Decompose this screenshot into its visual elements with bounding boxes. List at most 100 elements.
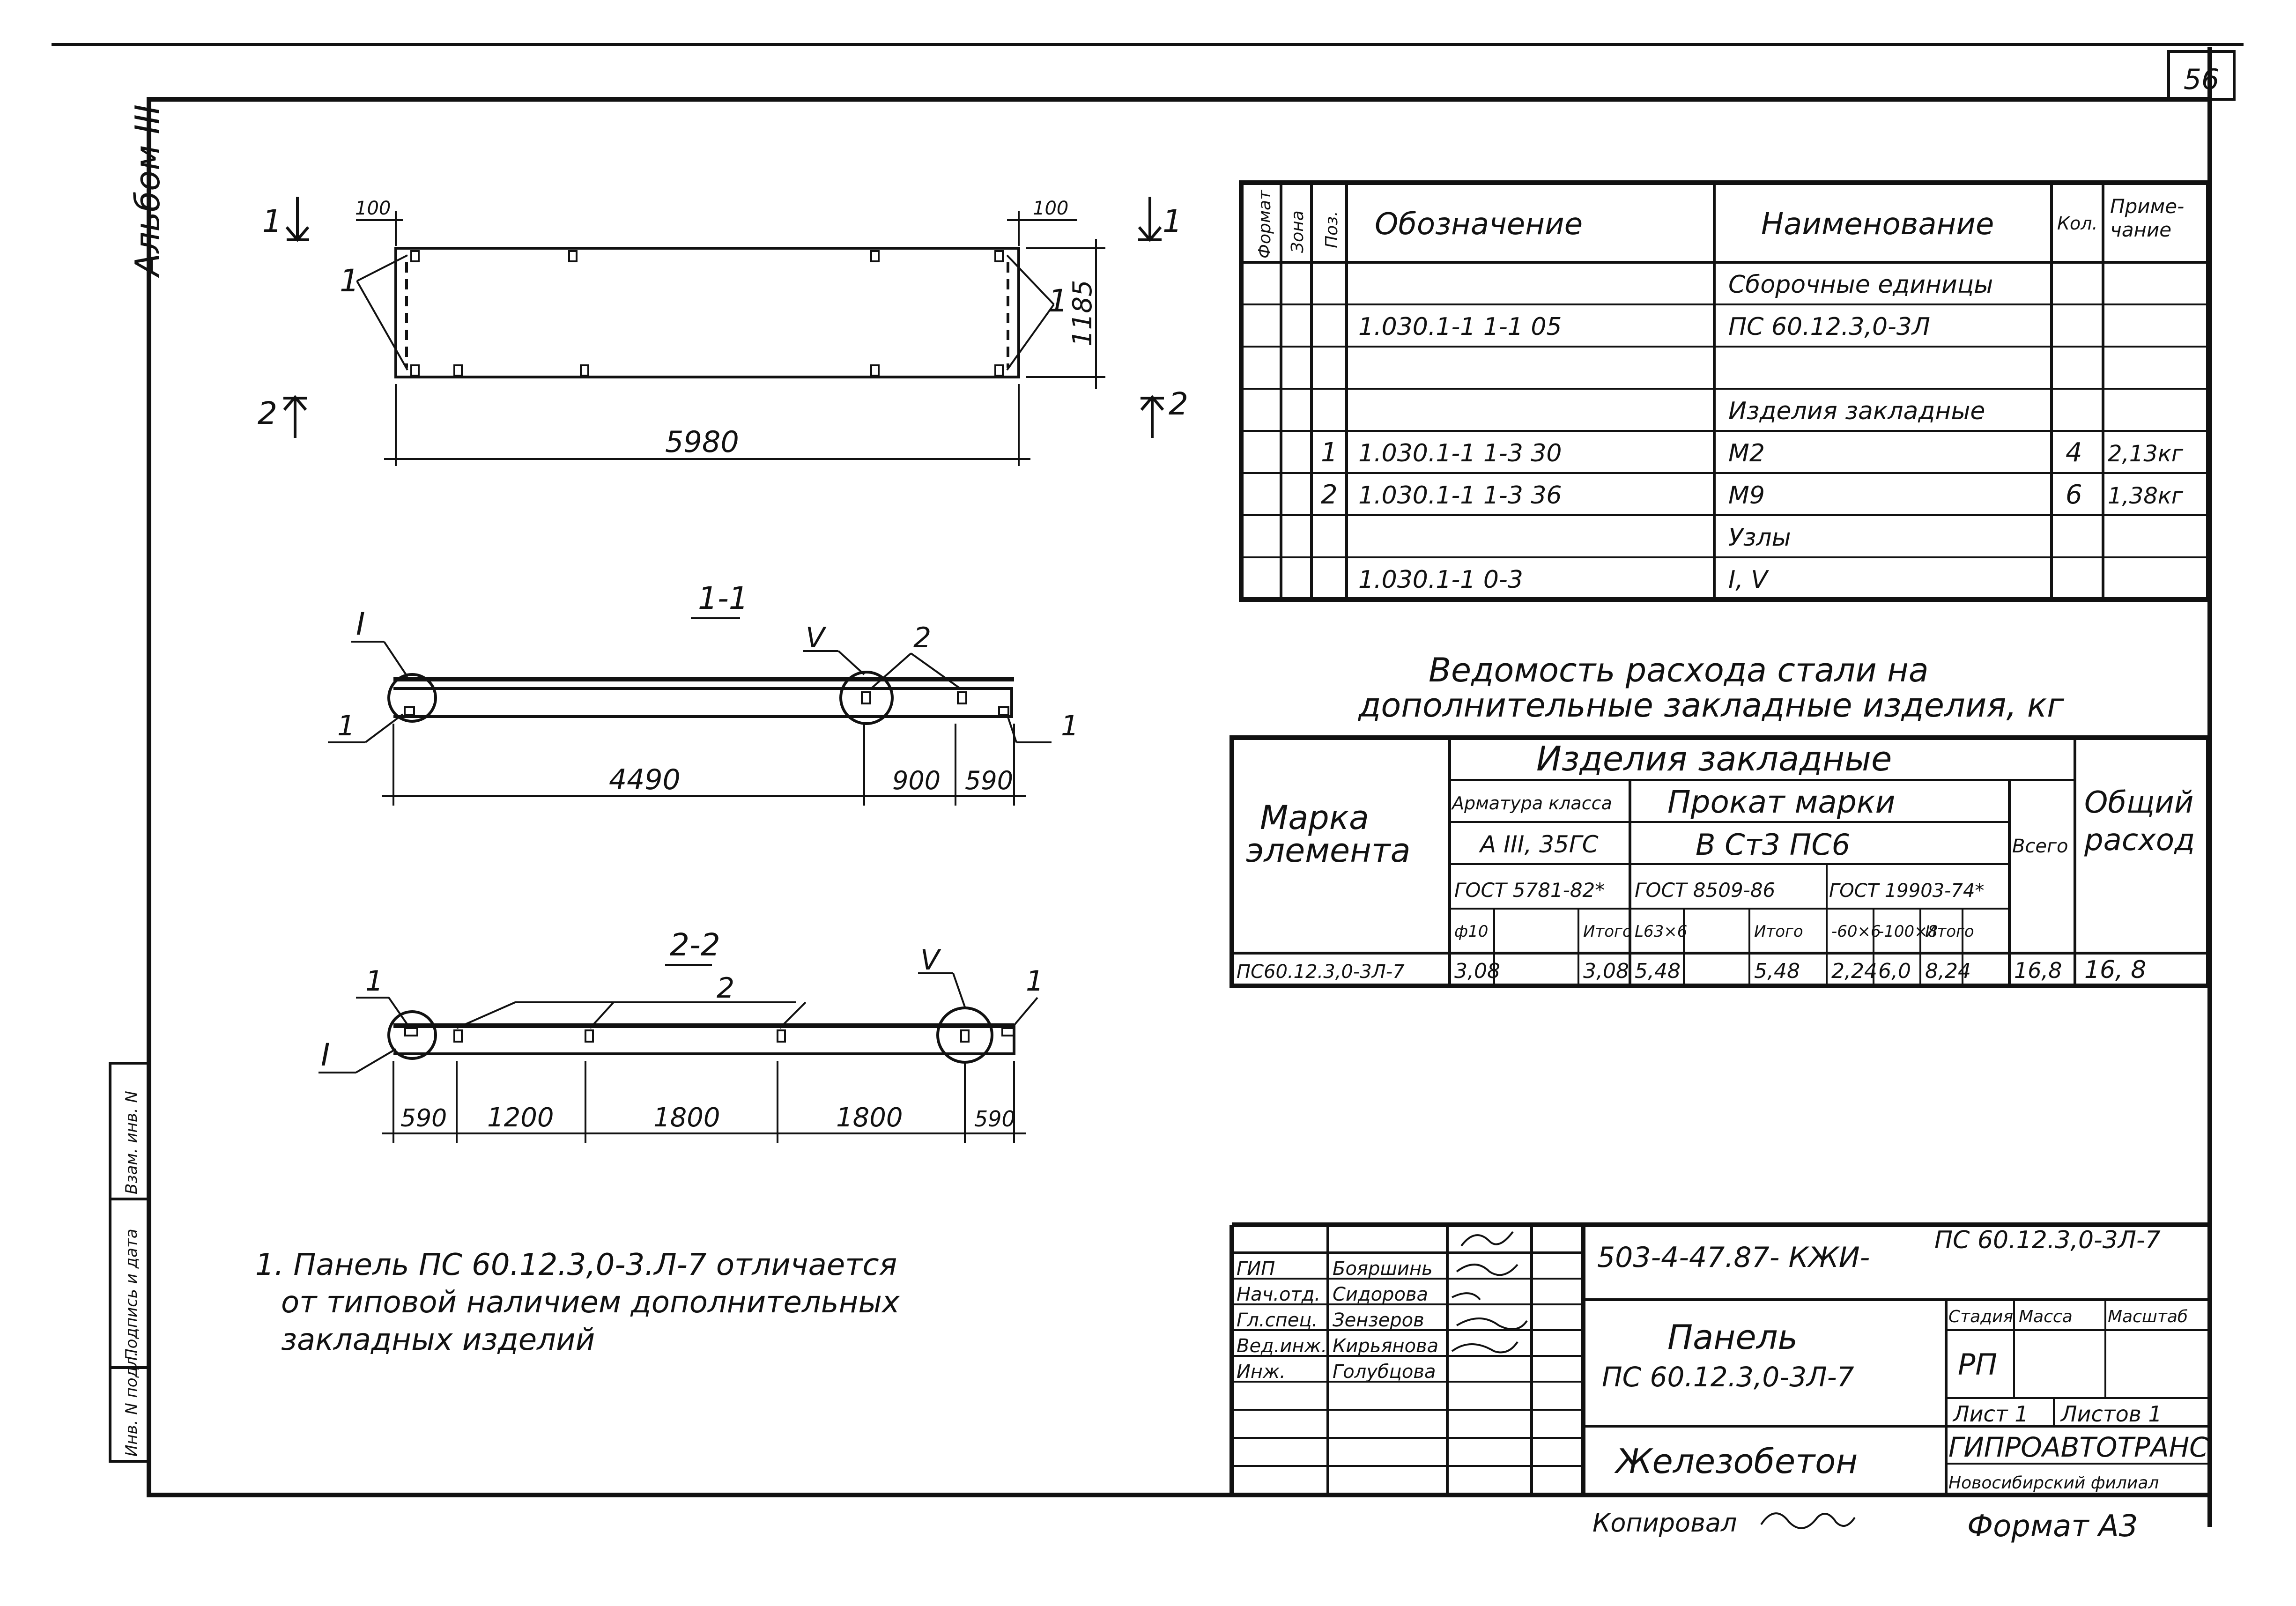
section-2-node-left: I: [321, 1037, 330, 1073]
tb-material: Железобетон: [1614, 1442, 1858, 1481]
steel-row-value: 5,48: [1754, 959, 1800, 983]
plan-callout-left: 1: [340, 263, 359, 299]
section-mark-2-right: 2: [1169, 386, 1188, 422]
node-i-circle-2: [387, 1010, 437, 1060]
steel-row-mark: ПС60.12.3,0-3Л-7: [1237, 961, 1405, 983]
spec-row-name: ПС 60.12.3,0-3Л: [1728, 313, 1930, 341]
section-mark-1-left: 1: [262, 203, 282, 239]
section-2-2: 2-2 1 2 V 1 I 590 1200 1800 1800 590: [318, 927, 1044, 1143]
spec-row-name: Сборочные единицы: [1728, 271, 1993, 299]
section-1-title: 1-1: [698, 580, 748, 616]
steel-row-value: 3,08: [1454, 959, 1500, 983]
steel-row-value: 2,24: [1831, 959, 1877, 983]
side-label-inventory: Инв. N подл.: [122, 1351, 141, 1457]
section-2-dim-1: 1200: [487, 1103, 554, 1133]
spec-row-name: М9: [1728, 481, 1765, 510]
spec-row-pos: 2: [1321, 480, 1338, 510]
steel-title-1: Ведомость расхода стали на: [1429, 651, 1929, 689]
spec-header-name: Наименование: [1761, 207, 1994, 242]
steel-armature-gost: ГОСТ 5781-82*: [1454, 879, 1605, 902]
spec-row-qty: 6: [2066, 480, 2082, 510]
tb-stage-header: Стадия: [1948, 1307, 2013, 1326]
section-2-pos-right: 1: [1026, 965, 1044, 998]
steel-row-value: 3,08: [1583, 959, 1629, 983]
node-i-circle-1: [387, 673, 437, 723]
steel-group-header: Изделия закладные: [1536, 739, 1892, 778]
spec-row-qty: 4: [2066, 437, 2082, 468]
spec-row-designation: 1.030.1-1 1-3 30: [1358, 439, 1562, 467]
section-1-dim-2: 590: [965, 766, 1013, 795]
steel-subheader: -100×8: [1878, 922, 1938, 941]
tb-scale-header: Масштаб: [2108, 1307, 2188, 1326]
spec-row-note: 1,38кг: [2108, 483, 2184, 509]
tb-name: Кирьянова: [1333, 1335, 1438, 1357]
plan-height: 1185: [1067, 280, 1098, 347]
tb-org: ГИПРОАВТОТРАНС: [1948, 1431, 2208, 1463]
tb-name: Зензеров: [1333, 1310, 1424, 1331]
panel-outline: [394, 247, 1020, 378]
section-1-node-right: V: [806, 622, 827, 654]
section-1-node-left: I: [356, 606, 365, 642]
section-1-1: 1-1 I V 2 1 1 4490 900 590: [328, 580, 1079, 806]
steel-rolled-header: Прокат марки: [1667, 784, 1896, 820]
steel-subheader: Итого: [1583, 922, 1632, 941]
tb-sheet: Лист 1: [1952, 1401, 2028, 1427]
steel-armature-header: Арматура класса: [1451, 793, 1612, 814]
note-line-2: от типовой наличием дополнительных: [281, 1285, 900, 1320]
plan-callout-right: 1: [1048, 283, 1068, 319]
spec-table: Формат Зона Поз. Обозначение Наименовани…: [1239, 180, 2211, 602]
tb-sheets: Листов 1: [2060, 1401, 2162, 1427]
spec-row-designation: 1.030.1-1 0-3: [1358, 566, 1523, 594]
side-stamp: Взам. инв. N Подпись и дата Инв. N подл.: [109, 1062, 150, 1463]
spec-row-designation: 1.030.1-1 1-3 36: [1358, 481, 1562, 510]
steel-row-overall: 16, 8: [2084, 956, 2146, 984]
steel-subheader: Итого: [1754, 922, 1803, 941]
steel-rolled-grade: В Ст3 ПС6: [1696, 828, 1850, 862]
steel-row-value: 6,0: [1878, 959, 1911, 983]
spec-row-pos: 1: [1321, 437, 1338, 468]
tb-mass-header: Масса: [2019, 1307, 2073, 1326]
plan-edge-right: 100: [1033, 198, 1068, 219]
steel-row-value: 8,24: [1925, 959, 1971, 983]
section-2-node-right: V: [920, 944, 941, 977]
tb-stage: РП: [1958, 1347, 1997, 1382]
section-2-dim-0: 590: [400, 1104, 447, 1132]
steel-rolled-gost-2: ГОСТ 19903-74*: [1829, 880, 1984, 902]
tb-role: Нач.отд.: [1237, 1284, 1320, 1305]
steel-total-header: Всего: [2012, 836, 2068, 857]
steel-row-value: 5,48: [1635, 959, 1681, 983]
steel-row-total: 16,8: [2014, 958, 2062, 983]
tb-code: 503-4-47.87- КЖИ-: [1597, 1241, 1870, 1274]
section-mark-1-right: 1: [1163, 203, 1182, 239]
tb-title-line2: ПС 60.12.3,0-3Л-7: [1602, 1361, 1854, 1393]
steel-mark-header-2: элемента: [1246, 831, 1411, 870]
tb-code-suffix: ПС 60.12.3,0-3Л-7: [1934, 1226, 2161, 1254]
tb-name: Бояршинь: [1333, 1258, 1433, 1280]
spec-row-name: Изделия закладные: [1728, 397, 1985, 425]
section-1-pos-mid: 2: [913, 622, 931, 654]
steel-subheader: -60×6: [1831, 922, 1881, 941]
section-2-dim-4: 590: [974, 1106, 1015, 1132]
side-label-signature: Подпись и дата: [122, 1229, 141, 1361]
tb-title-line1: Панель: [1667, 1317, 1798, 1357]
node-v-circle-1: [839, 671, 894, 725]
steel-armature-class: А III, 35ГС: [1479, 831, 1599, 858]
steel-overall-header-1: Общий: [2084, 785, 2193, 820]
footer-format: Формат А3: [1967, 1509, 2138, 1544]
section-2-dim-3: 1800: [836, 1103, 903, 1133]
spec-row-note: 2,13кг: [2108, 441, 2184, 467]
steel-rolled-gost-1: ГОСТ 8509-86: [1635, 879, 1775, 902]
spec-header-qty: Кол.: [2057, 213, 2098, 234]
spec-header-designation: Обозначение: [1375, 207, 1583, 242]
spec-header-pos: Поз.: [1322, 211, 1341, 248]
note-line-3: закладных изделий: [281, 1323, 595, 1357]
steel-title-2: дополнительные закладные изделия, кг: [1358, 686, 2065, 725]
album-label: Альбом III: [128, 104, 167, 278]
section-2-dim-2: 1800: [653, 1103, 720, 1133]
copier-signature: [1760, 1512, 1856, 1529]
section-2-pos-left: 1: [365, 965, 383, 998]
